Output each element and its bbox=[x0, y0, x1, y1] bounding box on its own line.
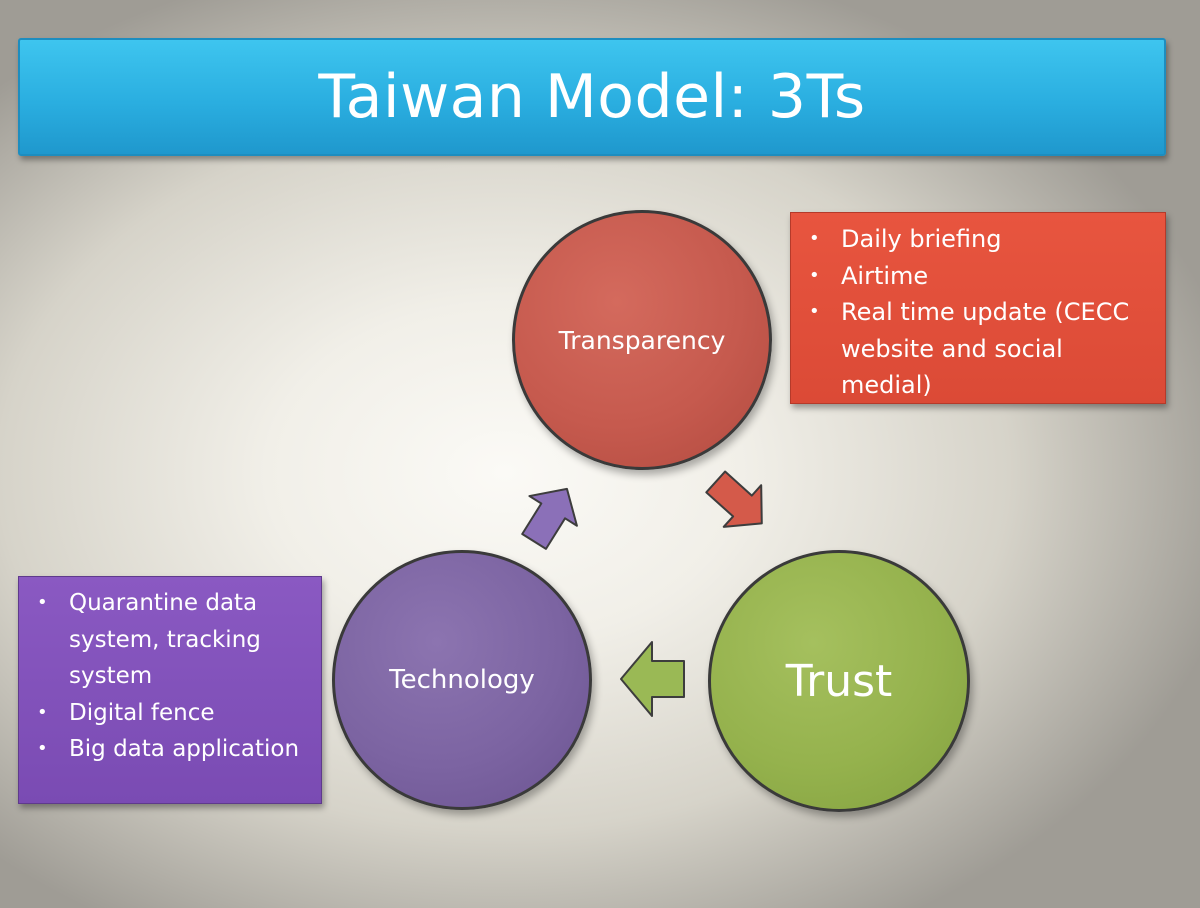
list-item: Quarantine data system, tracking system bbox=[31, 585, 311, 695]
title-bar: Taiwan Model: 3Ts bbox=[18, 38, 1166, 156]
technology-details-box: Quarantine data system, tracking system … bbox=[18, 576, 322, 804]
trust-circle: Trust bbox=[708, 550, 970, 812]
slide-title: Taiwan Model: 3Ts bbox=[318, 62, 866, 132]
technology-details-list: Quarantine data system, tracking system … bbox=[31, 585, 311, 768]
transparency-details-box: Daily briefing Airtime Real time update … bbox=[790, 212, 1166, 404]
arrow-down-right-icon bbox=[705, 470, 763, 528]
arrow-up-right-icon bbox=[521, 487, 578, 550]
list-item: Real time update (CECC website and socia… bbox=[803, 294, 1155, 404]
list-item: Digital fence bbox=[31, 695, 311, 732]
technology-label: Technology bbox=[389, 665, 535, 695]
transparency-details-list: Daily briefing Airtime Real time update … bbox=[803, 221, 1155, 404]
list-item: Airtime bbox=[803, 258, 1155, 295]
transparency-label: Transparency bbox=[558, 325, 726, 355]
transparency-circle: Transparency bbox=[512, 210, 772, 470]
list-item: Big data application bbox=[31, 731, 311, 768]
list-item: Daily briefing bbox=[803, 221, 1155, 258]
technology-circle: Technology bbox=[332, 550, 592, 810]
arrow-left-icon bbox=[620, 641, 685, 717]
trust-label: Trust bbox=[785, 655, 893, 707]
